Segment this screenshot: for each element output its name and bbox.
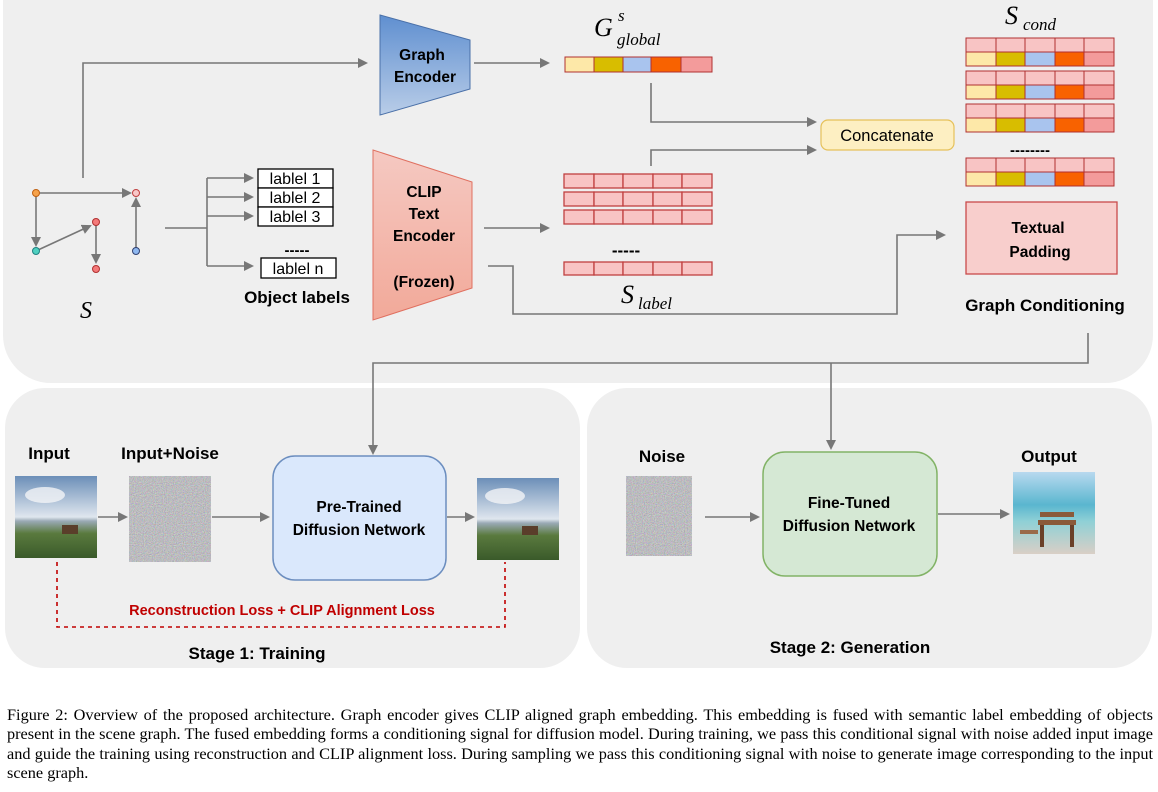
graph-symbol: S <box>80 298 92 324</box>
arrow-slabel-to-concat <box>650 145 817 166</box>
arrow-clip-to-padding <box>488 230 946 315</box>
clip-encoder-line4: (Frozen) <box>393 274 454 291</box>
reconstructed-image <box>477 478 559 560</box>
label-box <box>260 257 337 279</box>
label-text: lablel n <box>273 261 324 278</box>
concatenate-label: Concatenate <box>840 127 934 145</box>
label-text: lablel 1 <box>270 171 321 188</box>
s-cond-sub: cond <box>1023 15 1057 34</box>
input-noise-label: Input+Noise <box>121 444 219 463</box>
concatenate-box <box>820 119 955 151</box>
graph-node <box>92 265 100 273</box>
label-ellipsis: ----- <box>285 242 310 259</box>
graph-encoder-line1: Graph <box>399 47 445 64</box>
output-label: Output <box>1021 447 1077 466</box>
finetuned-network-box <box>762 451 938 577</box>
label-text: lablel 2 <box>270 190 321 207</box>
arrow-graph-to-encoder <box>82 58 368 178</box>
noise-label: Noise <box>639 447 685 466</box>
clip-encoder-line1: CLIP <box>406 184 441 201</box>
loss-label: Reconstruction Loss + CLIP Alignment Los… <box>129 603 435 619</box>
arrow-gglobal-to-concat <box>650 83 817 127</box>
s-cond-base: S <box>1005 1 1018 30</box>
architecture-diagram: S lablel 1 lablel 2 lablel 3 ----- lable… <box>15 1 1125 663</box>
s-label-dashes: ----- <box>612 241 640 260</box>
textual-padding-line1: Textual <box>1011 220 1064 237</box>
output-image <box>1013 472 1095 554</box>
arrow-cond-to-pretrained <box>368 333 1089 455</box>
s-label-matrix <box>563 173 713 276</box>
object-labels-title: Object labels <box>244 288 350 307</box>
stage1-title: Stage 1: Training <box>189 644 326 663</box>
s-label-sub: label <box>638 294 672 313</box>
loss-dashed-line <box>56 562 506 628</box>
scene-graph <box>31 188 141 273</box>
s-cond-matrix <box>965 37 1115 187</box>
input-noise-image <box>129 476 211 562</box>
label-box <box>257 206 334 227</box>
graph-encoder-line2: Encoder <box>394 69 456 86</box>
g-global-sub: global <box>617 30 661 49</box>
textual-padding-line2: Padding <box>1009 244 1070 261</box>
finetuned-line2: Diffusion Network <box>783 518 916 535</box>
g-global-sup: s <box>618 6 625 25</box>
figure-caption: Figure 2: Overview of the proposed archi… <box>7 705 1153 782</box>
graph-node <box>32 247 40 255</box>
stage2-title: Stage 2: Generation <box>770 638 931 657</box>
noise-image <box>626 476 692 556</box>
s-cond-dashes: -------- <box>1010 142 1050 159</box>
pretrained-line2: Diffusion Network <box>293 522 426 539</box>
textual-padding-box <box>965 201 1118 275</box>
finetuned-line1: Fine-Tuned <box>808 495 890 512</box>
s-label-base: S <box>621 280 634 309</box>
graph-node <box>132 189 140 197</box>
graph-node <box>32 189 40 197</box>
clip-encoder-block <box>372 149 473 321</box>
graph-conditioning-label: Graph Conditioning <box>965 296 1125 315</box>
input-image <box>15 476 97 558</box>
label-text: lablel 3 <box>270 209 321 226</box>
pretrained-network-box <box>272 455 447 581</box>
clip-encoder-line3: Encoder <box>393 228 455 245</box>
g-global-base: G <box>594 13 613 42</box>
pretrained-line1: Pre-Trained <box>316 499 401 516</box>
g-global-vector <box>564 56 713 73</box>
clip-encoder-line2: Text <box>409 206 440 223</box>
graph-node <box>92 218 100 226</box>
input-label: Input <box>28 444 70 463</box>
graph-node <box>132 247 140 255</box>
graph-encoder-block <box>379 14 471 116</box>
